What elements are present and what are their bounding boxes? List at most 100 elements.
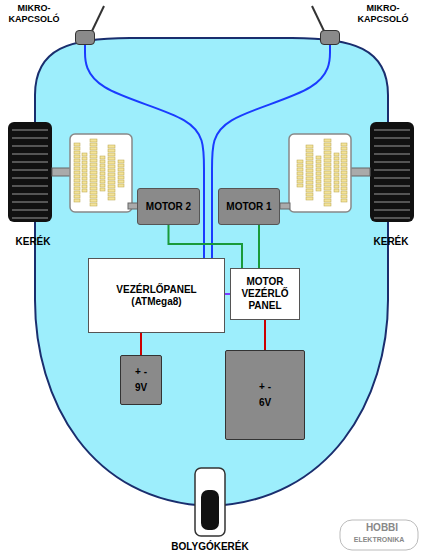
gear-tooth <box>334 181 339 184</box>
axle <box>52 168 72 176</box>
gear-tooth <box>324 195 331 198</box>
micro-switch: MIKRO- KAPCSOLÓ <box>320 30 340 45</box>
tread-line <box>12 161 48 163</box>
gear-tooth <box>316 160 321 163</box>
gearbox <box>289 134 351 212</box>
gear-tooth <box>341 171 347 174</box>
gear-tooth <box>108 181 115 184</box>
gear-tooth <box>306 185 313 188</box>
gear-tooth <box>108 157 115 160</box>
tread-line <box>12 137 48 139</box>
gear-tooth <box>316 172 321 175</box>
tread-line <box>374 161 410 163</box>
gear-tooth <box>118 160 124 163</box>
gear-tooth <box>82 165 87 168</box>
gear-tooth <box>118 176 124 179</box>
battery-9v: + -9V <box>120 355 162 405</box>
caster-label: BOLYGÓKERÉK <box>150 541 270 553</box>
gear-tooth <box>324 143 331 146</box>
gear-tooth <box>100 164 105 167</box>
node-label: (ATMega8) <box>131 296 181 308</box>
gear-tooth <box>334 189 339 192</box>
gear-tooth <box>306 161 313 164</box>
gear-tooth <box>324 155 331 158</box>
gear-tooth <box>90 167 97 170</box>
gear-tooth <box>324 171 331 174</box>
gear-tooth <box>90 155 97 158</box>
node-label: MOTOR 1 <box>226 201 271 213</box>
gear-tooth <box>324 183 331 186</box>
caster-housing <box>195 468 225 536</box>
axle <box>350 168 370 176</box>
gear-tooth <box>297 172 303 175</box>
switch-label: MIKRO- KAPCSOLÓ <box>0 3 70 25</box>
gear-tooth <box>108 149 115 152</box>
tread-line <box>374 169 410 171</box>
gear-tooth <box>118 164 124 167</box>
gear-tooth <box>90 203 97 206</box>
gear-tooth <box>341 155 347 158</box>
gear-tooth <box>341 147 347 150</box>
gear-tooth <box>297 168 303 171</box>
gear-tooth <box>341 179 347 182</box>
motor-box: MOTOR 1 <box>218 188 280 225</box>
gear-tooth <box>74 187 80 190</box>
wheel <box>8 122 52 222</box>
tread-line <box>374 193 410 195</box>
motor-box: MOTOR 2 <box>137 188 200 225</box>
gear-tooth <box>90 139 97 142</box>
gear-tooth <box>74 171 80 174</box>
gear-tooth <box>306 173 313 176</box>
gear-tooth <box>341 159 347 162</box>
gear-tooth <box>74 151 80 154</box>
gear-tooth <box>100 184 105 187</box>
gear-tooth <box>90 171 97 174</box>
watermark: ELEKTRONIKA <box>344 536 414 544</box>
gear-tooth <box>74 175 80 178</box>
wire <box>85 45 204 258</box>
gear-tooth <box>334 165 339 168</box>
gear-tooth <box>108 169 115 172</box>
gear-tooth <box>341 175 347 178</box>
gear-tooth <box>306 169 313 172</box>
gear-tooth <box>108 153 115 156</box>
switch-lever <box>312 6 324 31</box>
gearbox <box>70 134 132 212</box>
gear-tooth <box>306 181 313 184</box>
gear-tooth <box>324 159 331 162</box>
wire <box>258 225 260 268</box>
tread-line <box>374 129 410 131</box>
gear-tooth <box>74 147 80 150</box>
gear-tooth <box>316 164 321 167</box>
gear-tooth <box>324 139 331 142</box>
gear-tooth <box>334 169 339 172</box>
gear-tooth <box>108 173 115 176</box>
gear-tooth <box>341 167 347 170</box>
gear-tooth <box>118 184 124 187</box>
gear-tooth <box>74 199 80 202</box>
gear-train <box>74 139 347 206</box>
motor-shaft <box>280 203 290 209</box>
node-label: + - <box>135 366 147 378</box>
gear-tooth <box>108 197 115 200</box>
tread-line <box>374 177 410 179</box>
gear-tooth <box>90 151 97 154</box>
gear-tooth <box>82 157 87 160</box>
gear-tooth <box>100 160 105 163</box>
watermark: HOBBI <box>352 522 412 534</box>
gear-tooth <box>297 176 303 179</box>
gear-tooth <box>334 161 339 164</box>
gear-tooth <box>341 183 347 186</box>
tread-line <box>12 153 48 155</box>
wire <box>212 45 330 258</box>
gear-tooth <box>82 181 87 184</box>
gear-tooth <box>90 183 97 186</box>
gear-tooth <box>324 151 331 154</box>
gear-tooth <box>108 145 115 148</box>
gear-tooth <box>316 168 321 171</box>
gear-tooth <box>74 143 80 146</box>
gear-tooth <box>324 167 331 170</box>
gear-tooth <box>334 153 339 156</box>
